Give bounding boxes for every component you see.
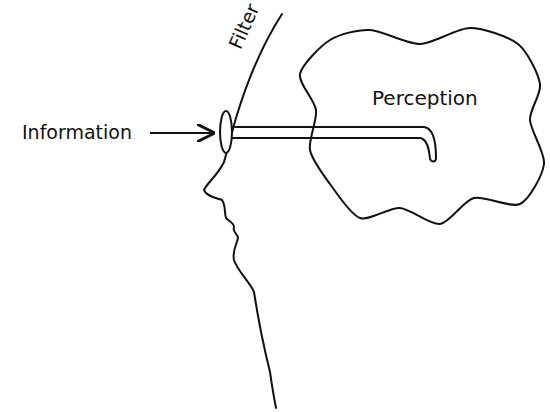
- glasses-arm: [230, 127, 436, 162]
- filter-label: Filter: [226, 1, 262, 52]
- cloud-outline: [296, 22, 548, 234]
- input-label: Information: [22, 123, 132, 142]
- glasses-lens: [220, 111, 232, 153]
- perception-cloud: Perception: [296, 22, 548, 234]
- node-label: Perception: [372, 88, 478, 108]
- head-profile: [204, 14, 282, 408]
- information-arrow: [150, 132, 213, 134]
- cloud-shape: [300, 28, 544, 224]
